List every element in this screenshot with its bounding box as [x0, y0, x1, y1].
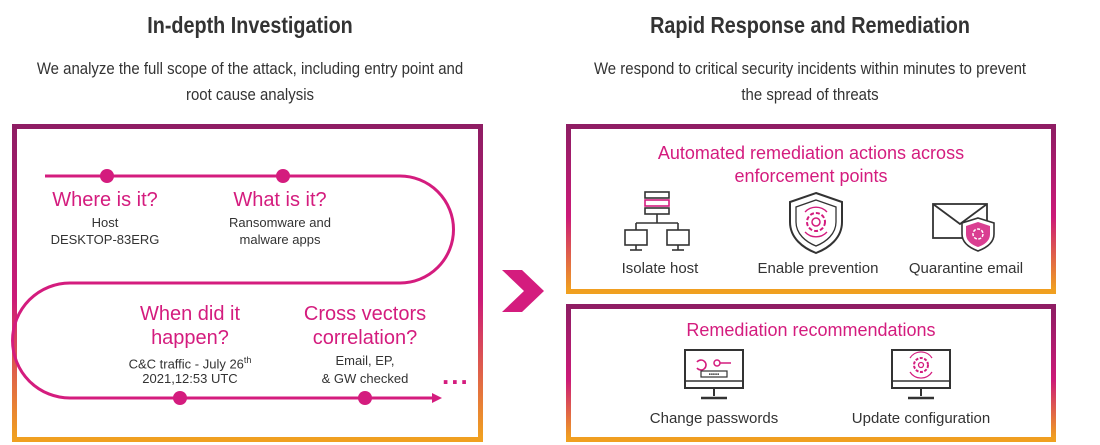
monitor-password-icon: •••••: [684, 349, 744, 400]
automated-actions-panel: [566, 124, 1056, 294]
timeline-dot: [276, 169, 290, 183]
investigation-timeline: [11, 169, 455, 405]
step-when-question-line2: happen?: [151, 327, 229, 349]
shield-gear-icon: [789, 191, 843, 255]
auto-heading-line1: Automated remediation actions across: [657, 143, 965, 163]
step-cross-detail2: & GW checked: [321, 371, 409, 386]
timeline-ellipsis: ...: [442, 360, 470, 390]
right-subtitle-line1: We respond to critical security incident…: [593, 59, 1027, 78]
left-subtitle-line1: We analyze the full scope of the attack,…: [36, 59, 464, 78]
step-when-question-line1: When did it: [139, 303, 241, 325]
enable-prevention-label: Enable prevention: [757, 260, 879, 277]
step-when-detail1: C&C traffic - July 26th: [100, 352, 280, 372]
step-where-question: Where is it?: [52, 189, 158, 211]
step-when-detail2: 2021,12:53 UTC: [142, 371, 238, 386]
recommendations-panel: [566, 304, 1056, 442]
right-title: Rapid Response and Remediation: [650, 12, 970, 38]
network-hosts-icon: [624, 191, 690, 251]
step-when-detail1-sup: th: [243, 355, 252, 365]
chevron-right-icon: [502, 270, 544, 312]
timeline-dot: [100, 169, 114, 183]
left-title: In-depth Investigation: [147, 12, 353, 38]
left-subtitle-line2: root cause analysis: [185, 85, 315, 104]
step-cross-question-line2: correlation?: [312, 327, 418, 349]
isolate-host-label: Isolate host: [621, 260, 699, 277]
right-subtitle-line2: the spread of threats: [741, 85, 879, 104]
step-what-detail1: Ransomware and: [229, 215, 331, 230]
step-what-question: What is it?: [233, 189, 327, 211]
svg-text:•••••: •••••: [709, 373, 720, 379]
step-where-detail2: DESKTOP-83ERG: [50, 232, 160, 247]
step-cross-question-line1: Cross vectors: [303, 303, 427, 325]
step-what-detail2: malware apps: [239, 232, 321, 247]
quarantine-email-label: Quarantine email: [908, 260, 1024, 277]
auto-heading-line2: enforcement points: [734, 166, 888, 186]
monitor-update-icon: [891, 349, 951, 400]
step-when-detail1-text: C&C traffic - July 26: [128, 356, 244, 372]
timeline-dot: [358, 391, 372, 405]
step-where-detail1: Host: [91, 215, 119, 230]
envelope-shield-icon: [932, 203, 995, 252]
change-passwords-label: Change passwords: [649, 410, 779, 427]
update-configuration-label: Update configuration: [851, 410, 991, 427]
step-cross-detail1: Email, EP,: [335, 353, 395, 368]
recs-heading: Remediation recommendations: [686, 320, 936, 340]
timeline-arrowhead: [432, 393, 442, 403]
timeline-dot: [173, 391, 187, 405]
